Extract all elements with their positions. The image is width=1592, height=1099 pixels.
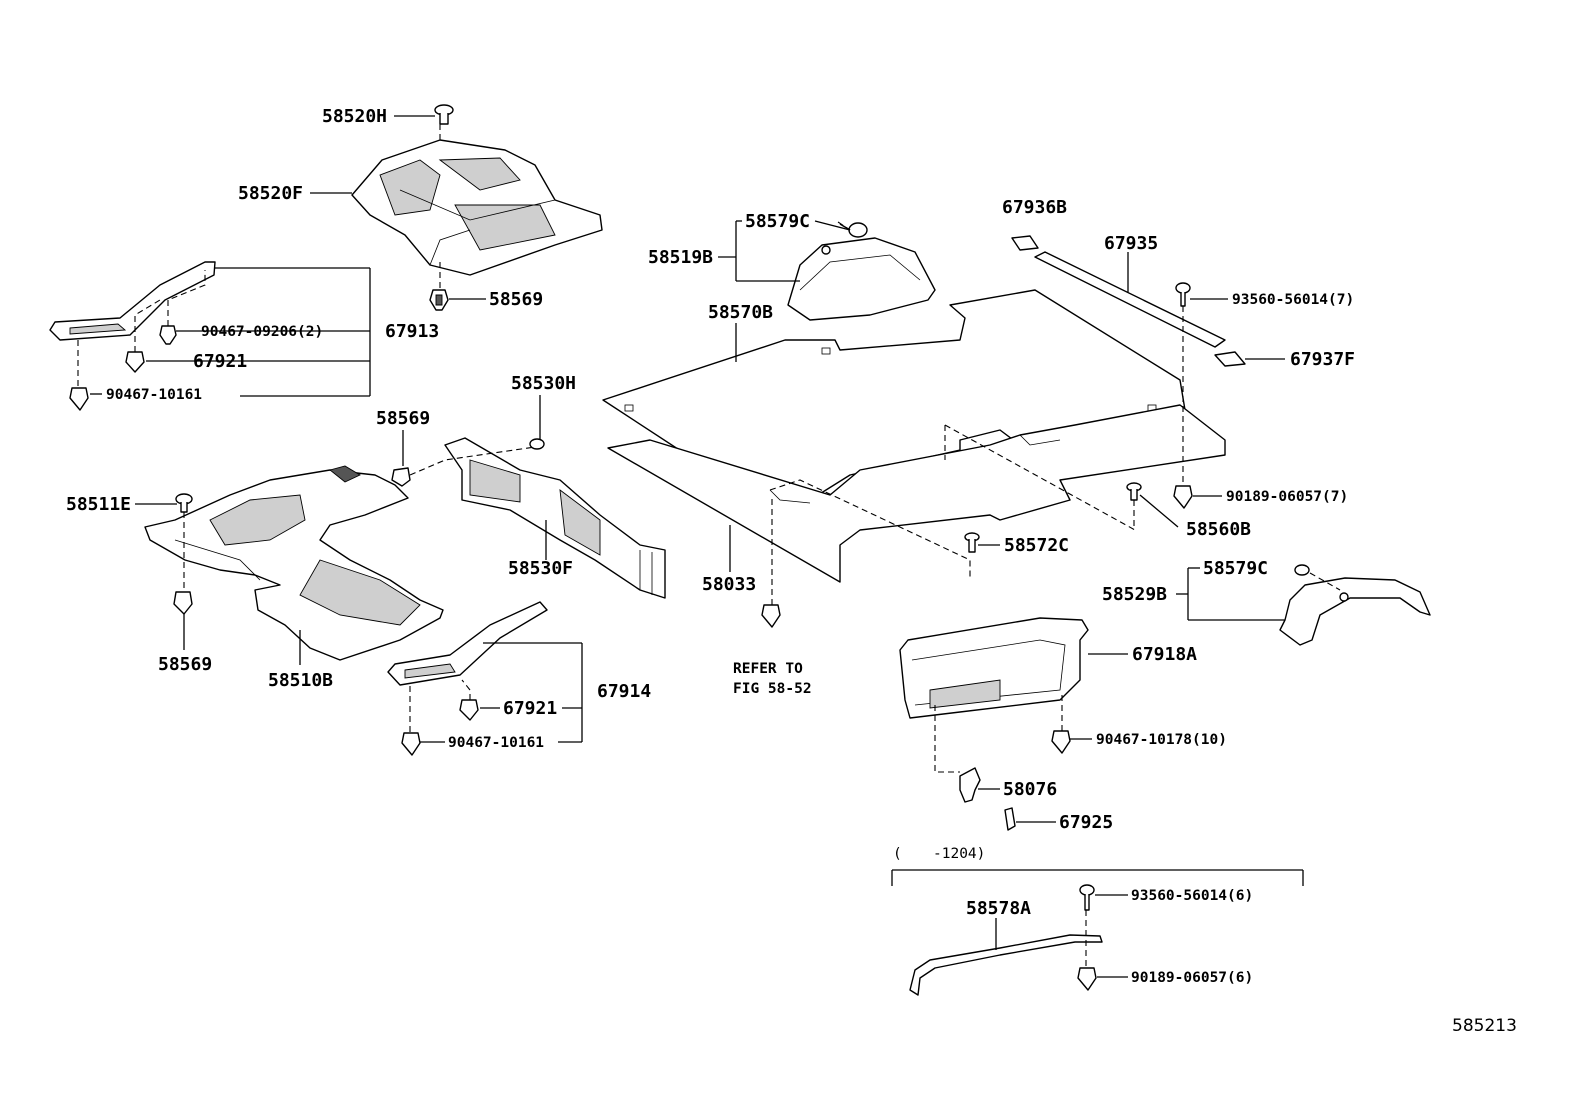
part-67935-shape: [1034, 251, 1226, 348]
label-67914: 67914: [597, 681, 651, 702]
label-58520F: 58520F: [238, 183, 303, 204]
label-58511E: 58511E: [66, 494, 131, 515]
label-58076: 58076: [1003, 779, 1057, 800]
clip-67921-b-shape: [459, 699, 479, 721]
label-67935: 67935: [1104, 233, 1158, 254]
label-58033: 58033: [702, 574, 756, 595]
dashed-lines: [77, 124, 1341, 968]
label-58579C-a: 58579C: [745, 211, 810, 232]
leader-lines: [90, 115, 1304, 978]
part-labels: 58520H 58520F 58569 67913 90467-09206(2)…: [66, 106, 1517, 1036]
label-58569-low: 58569: [158, 654, 212, 675]
part-67925-shape: [1004, 807, 1016, 831]
range-note-text: -1204): [933, 846, 985, 862]
label-58569-top: 58569: [489, 289, 543, 310]
label-58572C: 58572C: [1004, 535, 1069, 556]
label-67913: 67913: [385, 321, 439, 342]
bolt-93560-56014-6-shape: [1079, 884, 1095, 911]
part-58578A-shape: [909, 934, 1103, 996]
bolt-93560-56014-7-shape: [1175, 282, 1191, 307]
label-67925: 67925: [1059, 812, 1113, 833]
label-58519B: 58519B: [648, 247, 713, 268]
clip-58572C-shape: [964, 532, 980, 553]
figure-number: 585213: [1452, 1016, 1517, 1036]
label-67936B: 67936B: [1002, 197, 1067, 218]
label-67937F: 67937F: [1290, 349, 1355, 370]
label-58510B: 58510B: [268, 670, 333, 691]
label-90467-10161-b: 90467-10161: [448, 735, 544, 751]
label-58560B: 58560B: [1186, 519, 1251, 540]
part-67913-shape: [49, 261, 216, 341]
clip-58511E-shape: [175, 493, 193, 513]
clip-58530H-shape: [529, 438, 545, 450]
clip-90467-09206-shape: [159, 325, 177, 345]
label-58570B: 58570B: [708, 302, 773, 323]
clip-90467-10178-shape: [1051, 730, 1071, 754]
clip-58579C-a-shape: [839, 222, 868, 238]
label-90189-06057-6: 90189-06057(6): [1131, 970, 1253, 986]
part-67918A-shape: [899, 617, 1089, 719]
label-58569-mid: 58569: [376, 408, 430, 429]
part-67936B-shape: [1011, 235, 1039, 251]
clip-90189-06057-6-shape: [1077, 967, 1097, 991]
part-58520F-shape: [351, 139, 603, 276]
part-58033-shape: [607, 404, 1226, 583]
label-90467-10178: 90467-10178(10): [1096, 732, 1227, 748]
refer-line-2: FIG 58-52: [733, 681, 812, 697]
clip-58520H-shape: [434, 104, 454, 125]
label-67921-b: 67921: [503, 698, 557, 719]
label-58530F: 58530F: [508, 558, 573, 579]
label-93560-56014-7: 93560-56014(7): [1232, 292, 1354, 308]
clip-58579C-b-shape: [1294, 564, 1310, 576]
part-58076-shape: [959, 767, 981, 803]
part-58530F-shape: [444, 437, 666, 599]
clip-refer-shape: [761, 604, 781, 628]
label-58520H: 58520H: [322, 106, 387, 127]
part-58519B-shape: [787, 237, 936, 321]
part-67914-shape: [387, 601, 548, 686]
label-58579C-b: 58579C: [1203, 558, 1268, 579]
label-58578A: 58578A: [966, 898, 1031, 919]
part-67937F-shape: [1214, 351, 1246, 367]
clip-90467-10161-a-shape: [69, 387, 89, 411]
clip-58569-mid-shape: [391, 467, 411, 487]
clip-90189-06057-7-shape: [1173, 485, 1193, 509]
label-90467-10161-a: 90467-10161: [106, 387, 202, 403]
clip-58560B-shape: [1126, 482, 1142, 501]
label-90467-09206: 90467-09206(2): [201, 324, 323, 340]
label-58530H: 58530H: [511, 373, 576, 394]
label-67921-a: 67921: [193, 351, 247, 372]
refer-line-1: REFER TO: [733, 661, 803, 677]
clip-67921-a-shape: [125, 351, 145, 373]
part-58529B-shape: [1279, 577, 1431, 646]
clip-58569-top-shape: [429, 289, 449, 311]
label-58529B: 58529B: [1102, 584, 1167, 605]
label-67918A: 67918A: [1132, 644, 1197, 665]
label-90189-06057-7: 90189-06057(7): [1226, 489, 1348, 505]
clip-58569-low-shape: [173, 591, 193, 615]
part-58510B-shape: [144, 465, 444, 661]
range-note-open: (: [893, 846, 902, 862]
label-93560-56014-6: 93560-56014(6): [1131, 888, 1253, 904]
clip-90467-10161-b-shape: [401, 732, 421, 756]
